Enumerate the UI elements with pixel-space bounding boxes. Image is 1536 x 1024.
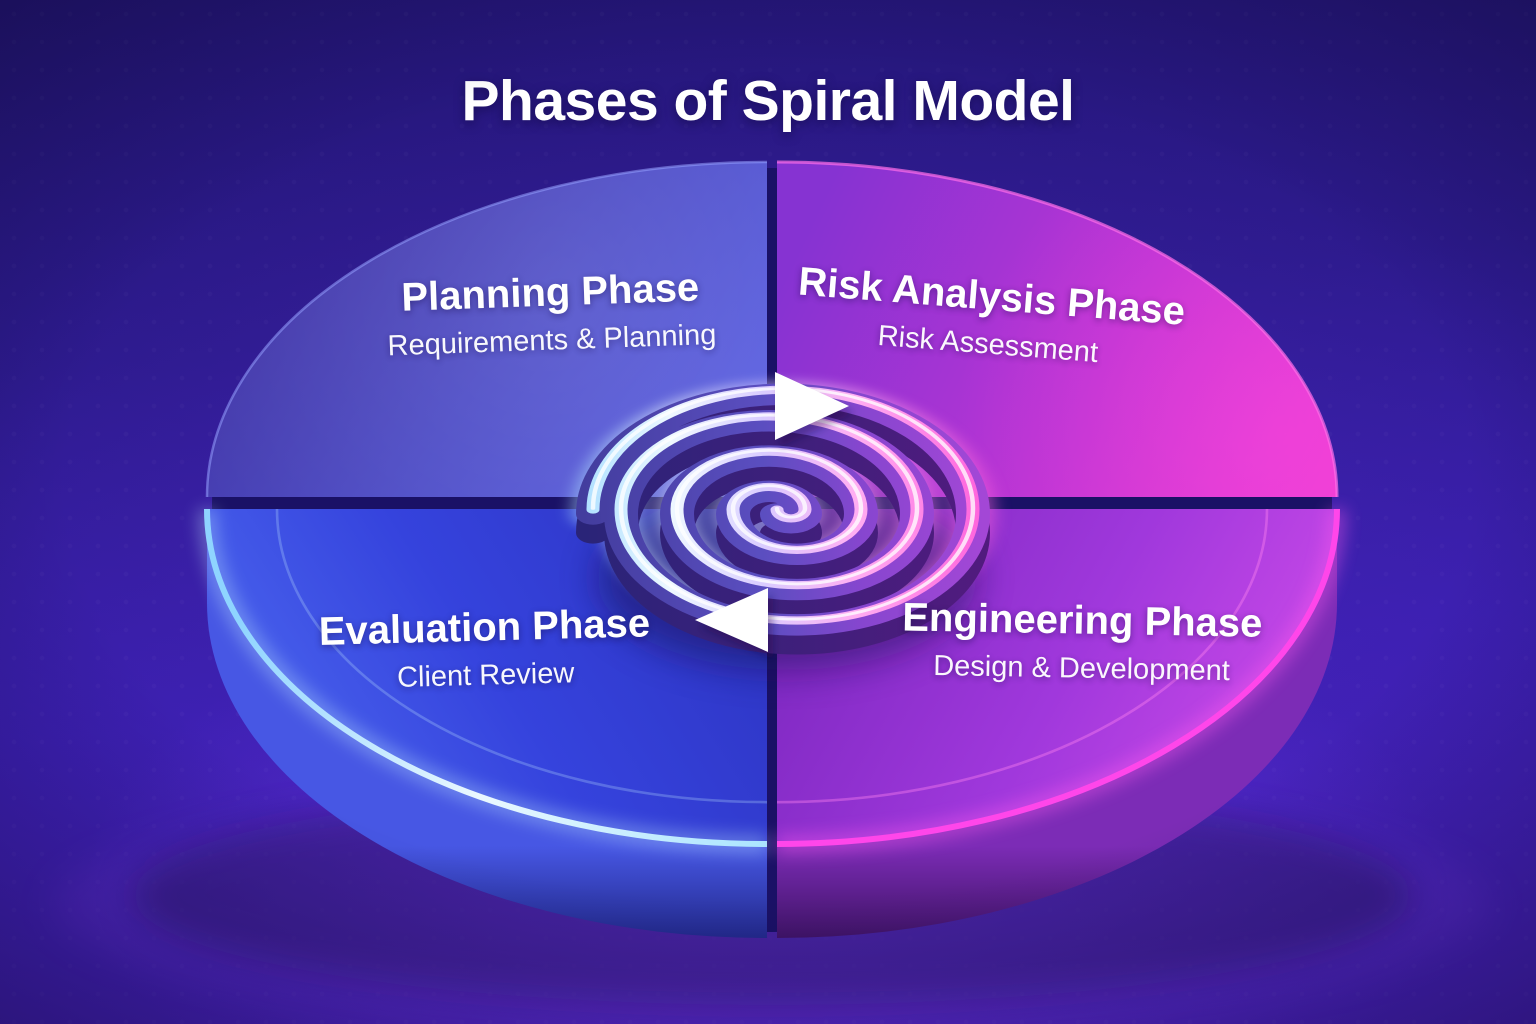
evaluation-phase-text: Evaluation Phase Client Review bbox=[318, 601, 651, 696]
engineering-phase-sublabel: Design & Development bbox=[932, 649, 1231, 687]
planning-phase-text: Planning Phase Requirements & Planning bbox=[385, 265, 717, 363]
engineering-phase-label: Engineering Phase bbox=[901, 595, 1263, 646]
engineering-phase-text: Engineering Phase Design & Development bbox=[901, 595, 1263, 688]
evaluation-phase-label: Evaluation Phase bbox=[318, 601, 651, 654]
page-title: Phases of Spiral Model bbox=[461, 69, 1076, 133]
